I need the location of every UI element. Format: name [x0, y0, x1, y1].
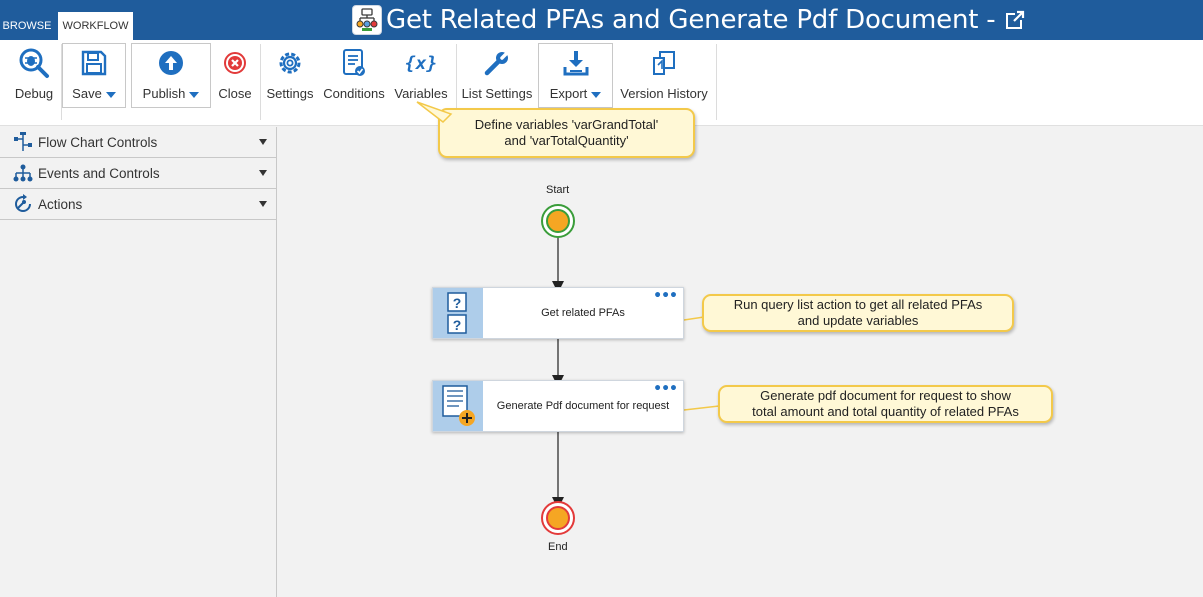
export-dropdown-icon[interactable] — [591, 91, 602, 98]
more-options-icon[interactable]: ••• — [653, 288, 678, 304]
sidebar-item-label: Actions — [38, 196, 83, 212]
debug-icon — [18, 44, 50, 82]
version-history-label: Version History — [620, 86, 708, 101]
callout-line: Run query list action to get all related… — [733, 297, 983, 312]
document-generate-icon — [442, 385, 475, 426]
ribbon-toolbar: Debug Save Publish — [0, 40, 1203, 126]
page-title: Get Related PFAs and Generate Pdf Docume… — [386, 5, 996, 35]
export-label: Export — [549, 86, 588, 101]
list-settings-button[interactable]: List Settings — [461, 44, 533, 110]
variables-icon: {x} — [405, 44, 438, 82]
start-node[interactable] — [540, 203, 576, 239]
version-history-icon — [650, 44, 678, 82]
hierarchy-icon — [12, 163, 34, 183]
action-generate-pdf-document[interactable]: Generate Pdf document for request ••• — [432, 380, 684, 432]
action-icon-panel: ? ? — [433, 288, 483, 338]
download-icon — [562, 44, 590, 82]
query-list-icon: ? ? — [447, 292, 467, 334]
callout-line: total amount and total quantity of relat… — [752, 404, 1019, 419]
list-settings-label: List Settings — [461, 86, 533, 101]
expand-arrow-icon[interactable] — [259, 201, 267, 207]
question-mark: ? — [453, 295, 462, 311]
title-area: Get Related PFAs and Generate Pdf Docume… — [352, 3, 1025, 37]
more-options-icon[interactable]: ••• — [653, 381, 678, 397]
start-label: Start — [546, 184, 570, 196]
publish-dropdown-icon[interactable] — [189, 91, 200, 98]
action-label: Get related PFAs — [541, 307, 625, 319]
tab-browse[interactable]: BROWSE — [2, 20, 52, 32]
callout-action1-note: Run query list action to get all related… — [702, 294, 1014, 332]
popout-icon[interactable] — [1005, 10, 1025, 30]
question-mark: ? — [453, 317, 462, 333]
sidebar-item-label: Flow Chart Controls — [38, 134, 158, 150]
callout-line: and 'varTotalQuantity' — [504, 133, 629, 148]
debug-button[interactable]: Debug — [8, 44, 60, 110]
close-label: Close — [218, 86, 252, 101]
save-button[interactable]: Save — [62, 43, 126, 108]
variables-label: Variables — [394, 86, 448, 101]
end-label: End — [548, 541, 568, 553]
settings-button[interactable]: Settings — [264, 44, 316, 110]
variables-button[interactable]: {x} Variables — [393, 44, 449, 110]
save-icon — [81, 44, 107, 82]
publish-button[interactable]: Publish — [131, 43, 211, 108]
export-button[interactable]: Export — [538, 43, 613, 108]
workflow-app-icon — [352, 5, 382, 35]
ribbon-divider — [61, 44, 62, 120]
wrench-icon — [483, 44, 511, 82]
version-history-button[interactable]: Version History — [619, 44, 709, 110]
action-label: Generate Pdf document for request — [496, 400, 670, 412]
conditions-button[interactable]: Conditions — [322, 44, 386, 110]
end-node[interactable] — [540, 500, 576, 536]
sidebar-item-actions[interactable]: Actions — [0, 189, 276, 220]
action-icon-panel — [433, 381, 483, 431]
tab-workflow[interactable]: WORKFLOW — [58, 12, 133, 40]
publish-label: Publish — [142, 86, 186, 101]
ribbon-divider — [260, 44, 261, 120]
ribbon-divider — [456, 44, 457, 120]
close-button[interactable]: Close — [214, 44, 256, 110]
ribbon-divider — [716, 44, 717, 120]
sidebar: Flow Chart Controls Events and Controls — [0, 127, 277, 597]
save-label: Save — [72, 86, 102, 101]
connectors — [552, 237, 720, 509]
close-icon — [223, 44, 247, 82]
sidebar-item-events-and-controls[interactable]: Events and Controls — [0, 158, 276, 189]
debug-label: Debug — [14, 86, 54, 101]
callout-action2-note: Generate pdf document for request to sho… — [718, 385, 1053, 423]
conditions-label: Conditions — [323, 86, 385, 101]
flowchart-icon — [12, 132, 34, 152]
gear-icon — [276, 44, 304, 82]
sidebar-item-label: Events and Controls — [38, 165, 160, 181]
callout-line: Define variables 'varGrandTotal' — [474, 117, 659, 132]
callout-variables-note: Define variables 'varGrandTotal'and 'var… — [438, 108, 695, 158]
expand-arrow-icon[interactable] — [259, 170, 267, 176]
top-bar: BROWSE WORKFLOW Get Related PFAs and Gen… — [0, 0, 1203, 40]
actions-icon — [12, 194, 34, 214]
callout-pointer — [416, 101, 453, 123]
sidebar-item-flow-chart-controls[interactable]: Flow Chart Controls — [0, 127, 276, 158]
publish-icon — [158, 44, 184, 82]
action-get-related-pfas[interactable]: ? ? Get related PFAs ••• — [432, 287, 684, 339]
save-dropdown-icon[interactable] — [105, 91, 116, 98]
expand-arrow-icon[interactable] — [259, 139, 267, 145]
workflow-canvas[interactable]: Start ? ? Get related PFAs ••• — [278, 127, 1203, 597]
variables-icon-text: {x} — [404, 52, 438, 74]
settings-label: Settings — [266, 86, 314, 101]
callout-line: and update variables — [797, 313, 919, 328]
conditions-icon — [341, 44, 367, 82]
callout-line: Generate pdf document for request to sho… — [760, 388, 1011, 403]
